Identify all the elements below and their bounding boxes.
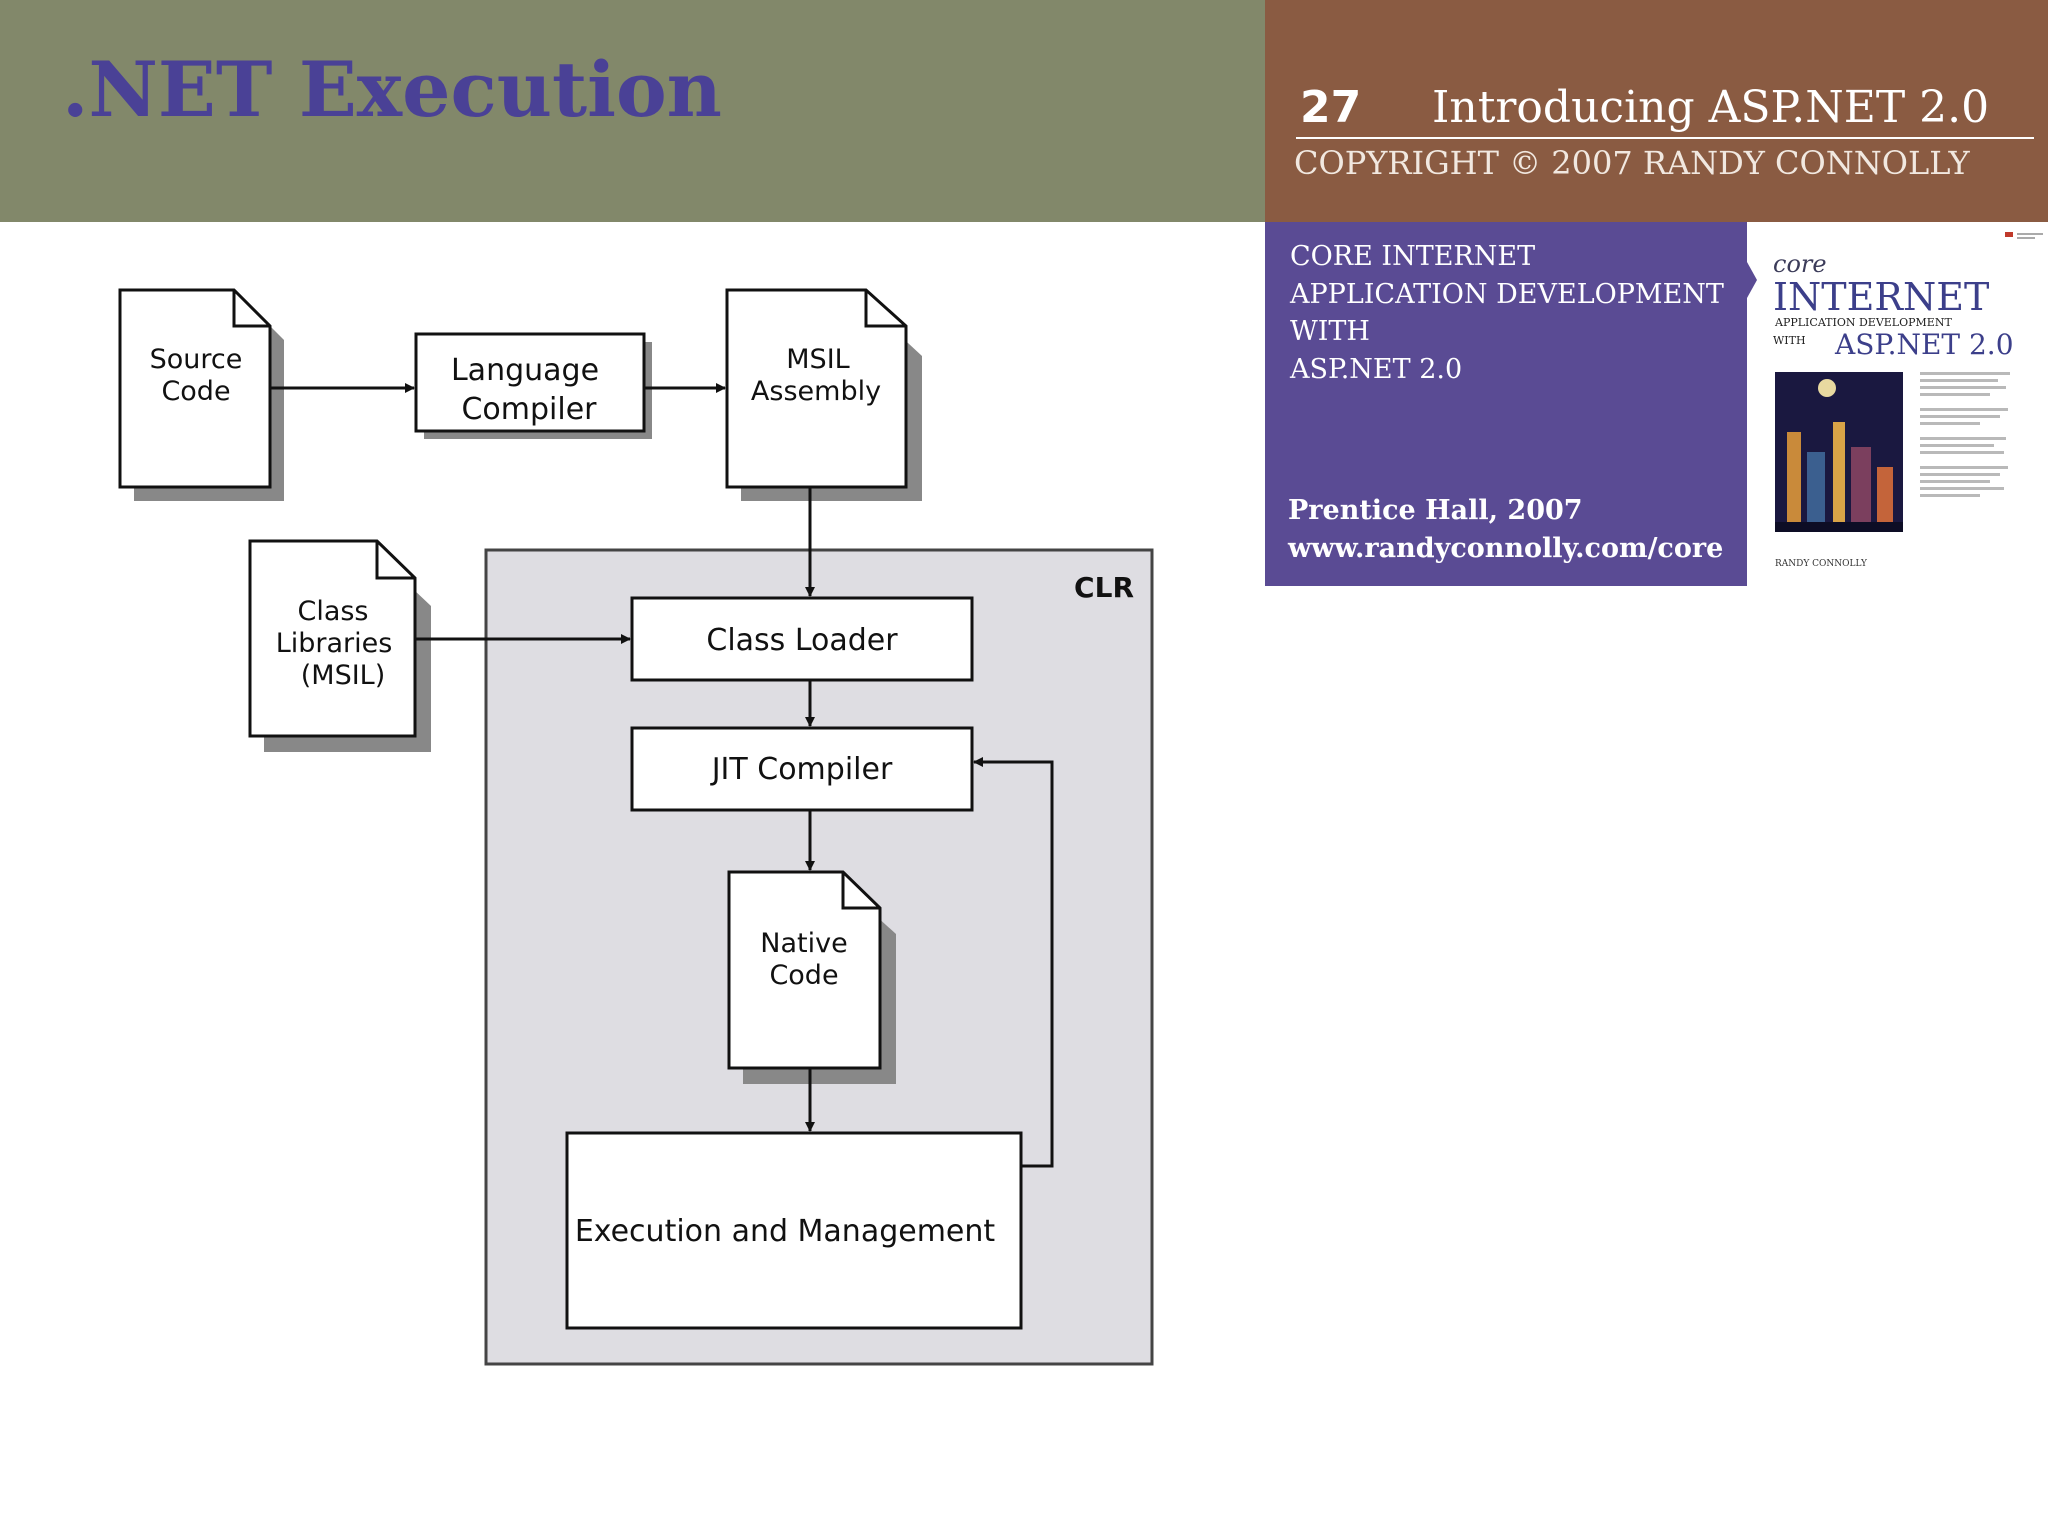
language-compiler-node: Language Compiler [414,332,652,439]
publisher-logo-icon [2005,232,2013,237]
book-info-panel [1265,222,1747,586]
slide-title: .NET Execution [62,45,722,134]
book-cover: core INTERNET APPLICATION DEVELOPMENT WI… [1747,222,2048,572]
header-rule [1296,137,2034,139]
language-compiler-line-1: Language [451,353,599,388]
class-libraries-node: Class Libraries (MSIL) [248,539,431,752]
book-title-line-4: ASP.NET 2.0 [1290,354,1463,385]
book-cover-art: core INTERNET APPLICATION DEVELOPMENT WI… [1747,222,2048,572]
cover-brand: core [1773,250,1827,278]
execution-management-label: Execution and Management [575,1214,996,1249]
title-bar [0,0,1265,222]
language-compiler-line-2: Compiler [461,392,597,427]
cover-author: RANDY CONNOLLY [1775,559,1868,569]
slide-number: 27 [1300,82,1362,133]
native-code-line-2: Code [769,960,838,991]
book-website: www.randyconnolly.com/core [1288,533,1724,564]
msil-assembly-node: MSIL Assembly [725,288,922,501]
cover-with: WITH [1773,334,1806,347]
native-code-node: Native Code [727,870,896,1084]
jit-compiler-label: JIT Compiler [710,752,893,787]
book-title-line-3: WITH [1290,316,1370,347]
panel-pointer-icon [1747,262,1757,298]
net-execution-diagram: CLR Source Code Language Compiler MSIL A… [118,288,1154,1366]
jit-compiler-node: JIT Compiler [630,726,974,812]
msil-assembly-line-2: Assembly [751,376,881,407]
execution-management-node: Execution and Management [565,1131,1023,1330]
class-loader-label: Class Loader [706,623,898,658]
book-publisher: Prentice Hall, 2007 [1288,495,1583,526]
book-title-line-2: APPLICATION DEVELOPMENT [1290,279,1724,310]
cover-title: INTERNET [1773,275,1989,319]
class-loader-node: Class Loader [630,596,974,682]
class-libraries-line-1: Class [297,596,368,627]
book-header-bar [1265,0,2048,222]
copyright-notice: COPYRIGHT © 2007 RANDY CONNOLLY [1294,144,1970,182]
native-code-line-1: Native [760,928,847,959]
msil-assembly-line-1: MSIL [786,344,849,375]
class-libraries-line-2: Libraries [276,628,393,659]
book-title-line-1: CORE INTERNET [1290,241,1536,272]
arrow-execution-back-to-jit [973,757,1054,1168]
book-heading: Introducing ASP.NET 2.0 [1432,82,1990,133]
clr-label: CLR [1074,571,1134,604]
connectors [270,383,1054,1168]
class-libraries-line-3: (MSIL) [301,660,386,691]
source-code-node: Source Code [118,288,284,501]
source-code-line-1: Source [150,344,243,375]
cover-subtitle: APPLICATION DEVELOPMENT [1774,316,1952,329]
cover-tech: ASP.NET 2.0 [1834,328,2014,361]
source-code-line-2: Code [161,376,230,407]
